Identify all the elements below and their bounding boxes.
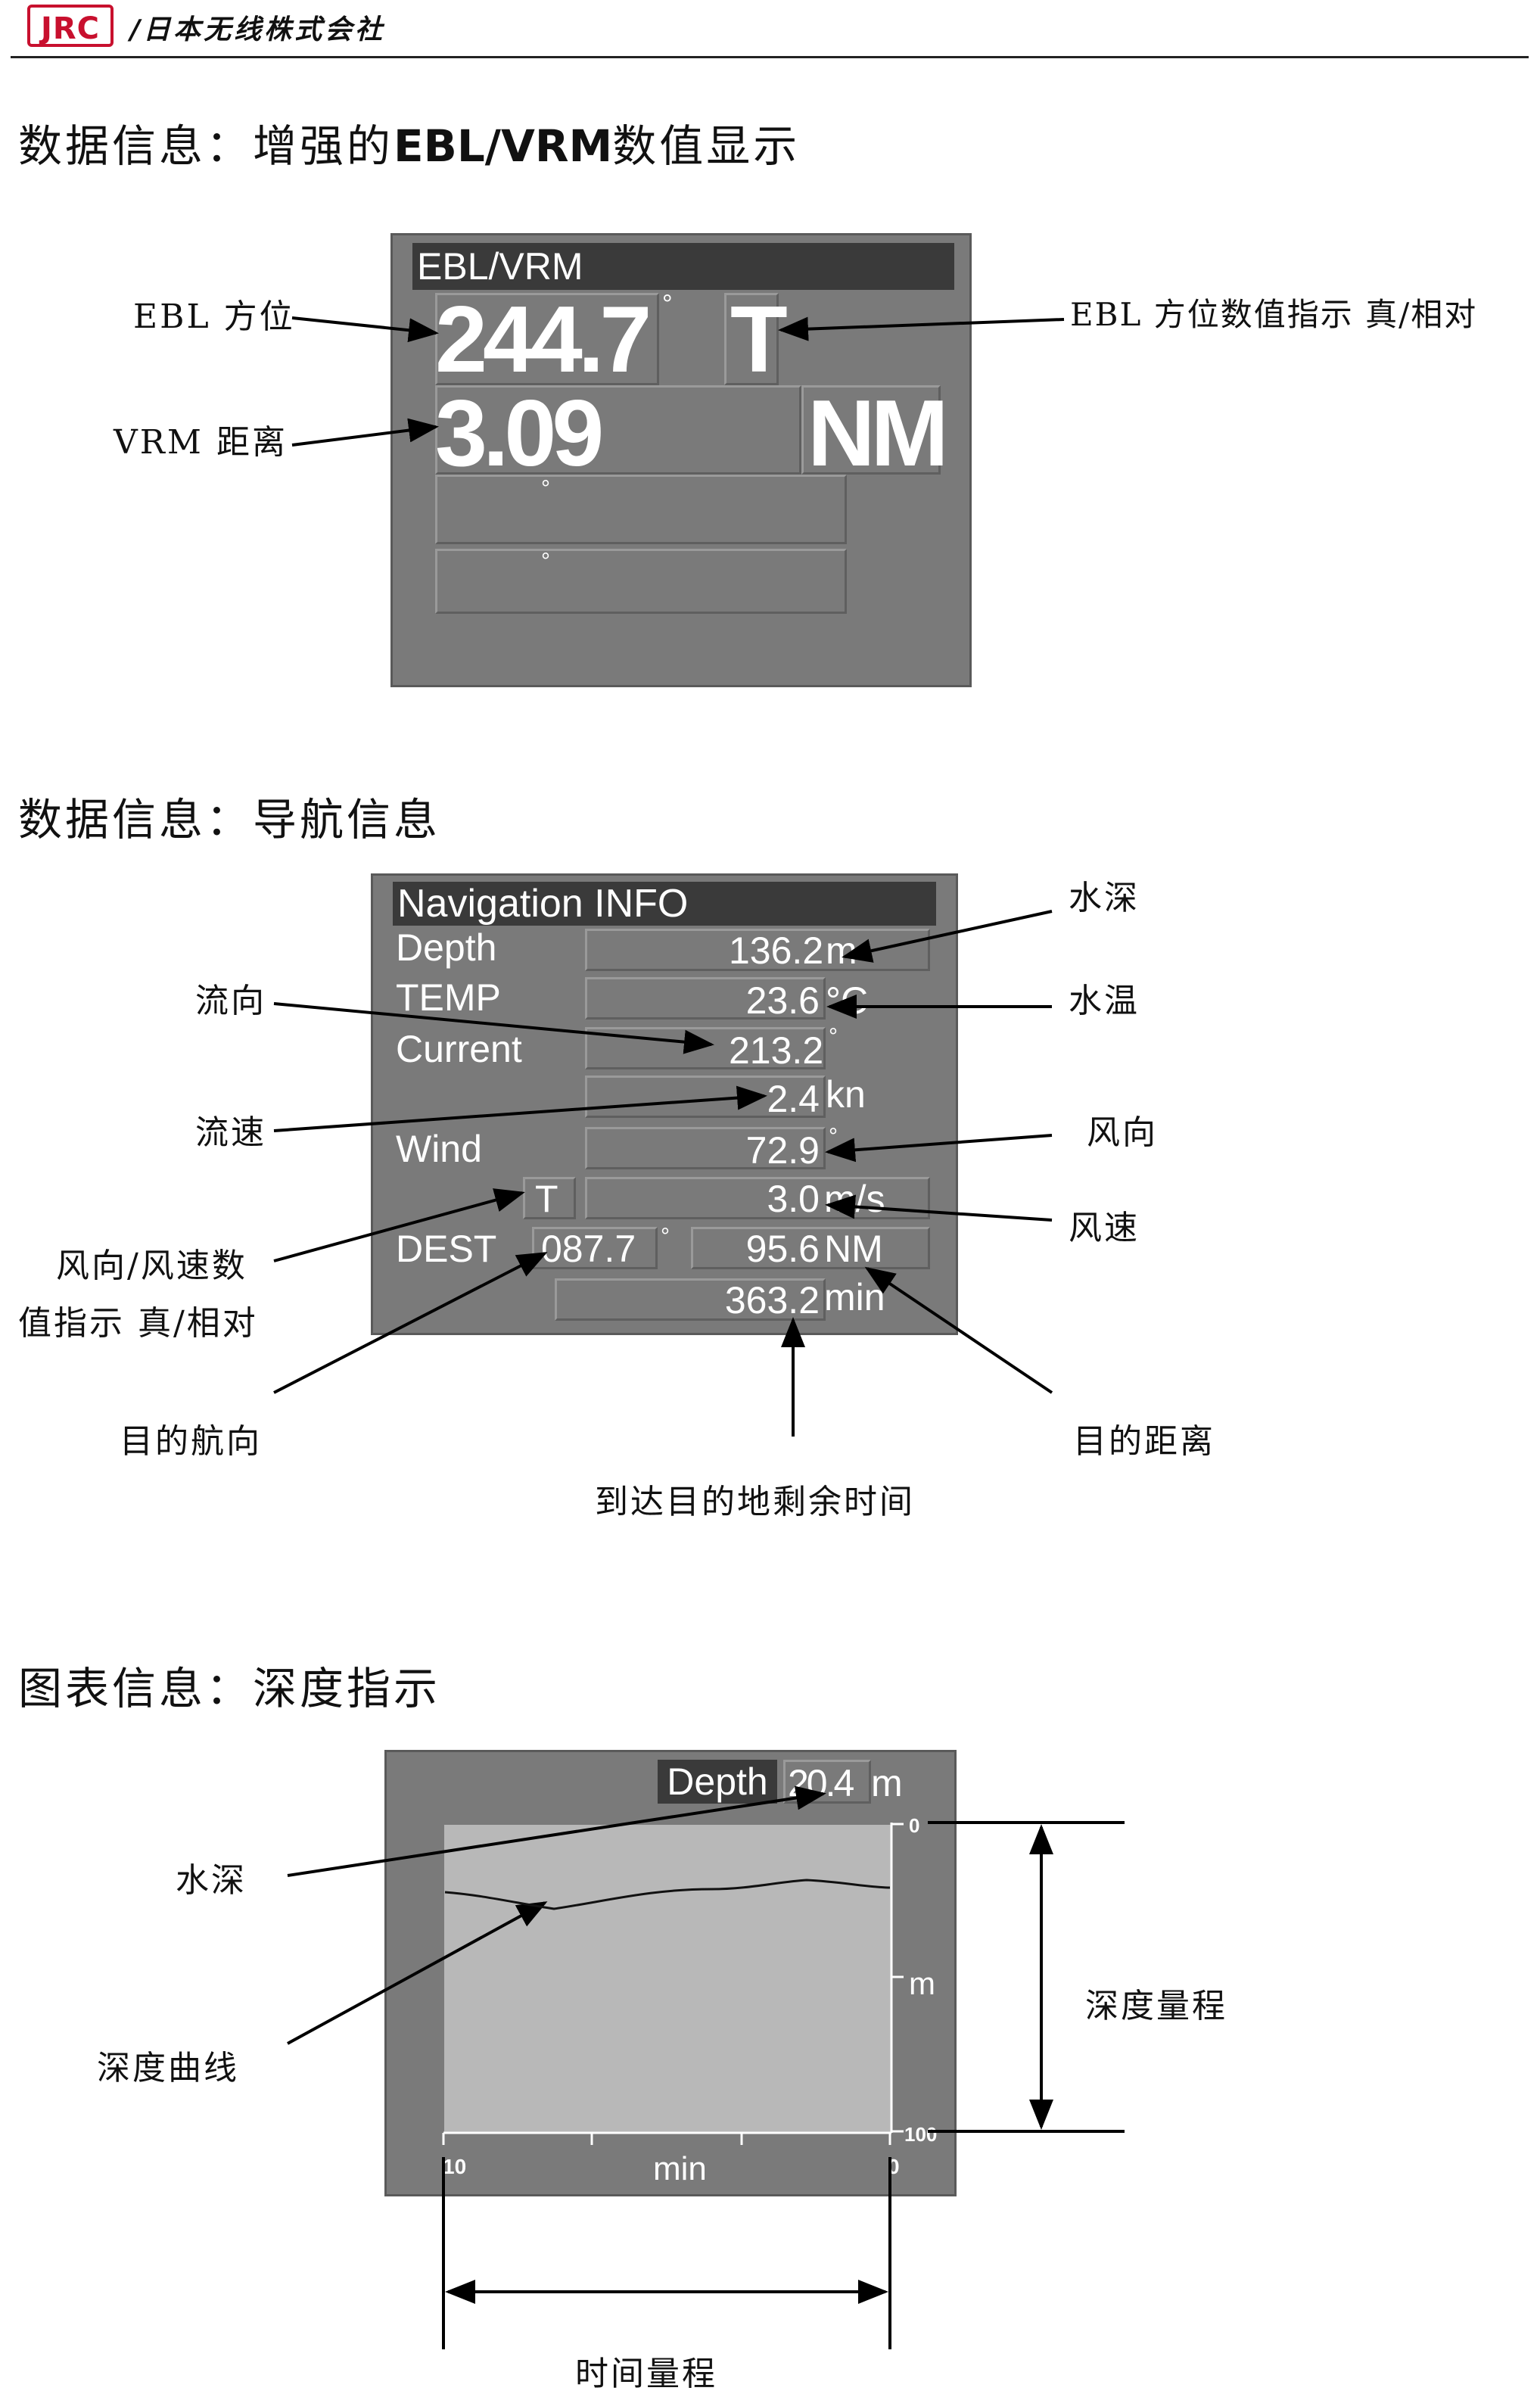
label-wind-mode-line2: 值指示 真/相对 — [18, 1304, 258, 1343]
arrow-current-direction — [273, 1002, 714, 1054]
label-wind-mode-line1: 风向/风速数 — [56, 1247, 247, 1285]
ebl3-degree: ° — [541, 549, 550, 574]
wind-dir-box — [585, 1127, 826, 1169]
ebl-degree-symbol: ° — [662, 290, 673, 319]
label-ebl-mode-indicator: EBL 方位数值指示 真/相对 — [1070, 296, 1478, 333]
arrow-wind-direction — [825, 1134, 1053, 1163]
current-direction-unit: ° — [829, 1024, 838, 1049]
current-label: Current — [396, 1028, 522, 1070]
arrow-water-depth — [842, 910, 1053, 963]
dest-course-value: 087.7 — [541, 1228, 636, 1270]
arrow-current-speed — [273, 1085, 767, 1132]
depth-curve — [444, 1879, 891, 1910]
label-depth-curve: 深度曲线 — [97, 2049, 239, 2087]
depth-graph-area — [444, 1825, 891, 2134]
label-dest-course: 目的航向 — [120, 1422, 262, 1461]
arrow-wind-speed — [825, 1194, 1053, 1222]
company-name: /日本无线株式会社 — [130, 14, 386, 45]
arrow-ebl-mode — [778, 316, 1065, 341]
label-dest-distance: 目的距离 — [1073, 1422, 1215, 1461]
wind-direction-value: 72.9 — [745, 1129, 820, 1172]
section1-title: 数据信息：增强的EBL/VRM数值显示 — [18, 111, 800, 174]
label-water-depth: 水深 — [1069, 879, 1140, 917]
arrow-depth-curve — [287, 1901, 548, 2045]
arrow-vrm-distance — [291, 418, 439, 447]
label-ebl-bearing: EBL 方位 — [133, 297, 295, 336]
current-dir-box — [585, 1027, 826, 1069]
depth-label: Depth — [396, 926, 497, 969]
depth-value: 136.2 — [729, 929, 824, 972]
dest-distance-box — [691, 1227, 930, 1269]
depth-graph-label: Depth — [658, 1760, 777, 1804]
arrow-dest-distance — [864, 1266, 1053, 1394]
ebl-mode-box — [724, 293, 779, 385]
nav-panel-title: Navigation INFO — [393, 882, 936, 926]
ebl2-degree: ° — [541, 476, 550, 501]
wind-label: Wind — [396, 1128, 482, 1170]
dest-time-box — [555, 1278, 826, 1321]
section1-title-prefix: 数据信息：增强的 — [18, 120, 394, 172]
wind-speed-box — [585, 1177, 930, 1219]
vrm2-box — [435, 549, 847, 614]
header-divider — [11, 56, 1529, 58]
label-vrm-distance: VRM 距离 — [114, 423, 288, 462]
depth-graph-panel: Depth 20.4 m 0 m 100 10 min 0 — [384, 1750, 957, 2196]
jrc-logo: JRC — [27, 5, 114, 47]
wind-mode-value[interactable]: T — [535, 1178, 558, 1220]
dest-distance-value: 95.6 — [745, 1228, 820, 1270]
ebl-vrm-panel: EBL/VRM 244.7 ° T 3.09 NM ° ° — [390, 233, 972, 687]
temp-label: TEMP — [396, 976, 501, 1019]
arrow-graph-water-depth — [287, 1785, 826, 1877]
dest-course-box — [532, 1227, 658, 1269]
depth-graph-value-box — [783, 1760, 871, 1804]
label-wind-direction: 风向 — [1087, 1113, 1158, 1152]
dest-distance-unit: NM — [824, 1228, 883, 1270]
vrm-value: 3.09 — [435, 381, 604, 486]
current-speed-unit: kn — [826, 1073, 866, 1116]
section2-title: 数据信息：导航信息 — [18, 794, 441, 845]
y-axis-top-label: 0 — [909, 1814, 920, 1837]
dest-course-unit: ° — [661, 1224, 670, 1249]
depth-box — [585, 929, 930, 971]
section3-title: 图表信息：深度指示 — [18, 1663, 441, 1714]
temp-box — [585, 977, 826, 1020]
temp-value: 23.6 — [745, 979, 820, 1022]
current-speed-box — [585, 1076, 826, 1118]
arrow-dest-course — [273, 1252, 548, 1394]
depth-graph-unit: m — [871, 1762, 903, 1804]
label-time-range: 时间量程 — [575, 2355, 717, 2393]
label-depth-range: 深度量程 — [1085, 1987, 1227, 2025]
ebl2-box — [435, 475, 847, 544]
vrm-unit-box — [801, 385, 941, 475]
wind-speed-value: 3.0 — [767, 1178, 820, 1220]
dest-label: DEST — [396, 1228, 497, 1270]
current-speed-value: 2.4 — [767, 1078, 820, 1120]
label-water-temp: 水温 — [1069, 982, 1140, 1020]
label-current-direction: 流向 — [195, 982, 266, 1020]
label-current-speed: 流速 — [195, 1113, 266, 1152]
label-graph-water-depth: 水深 — [176, 1861, 247, 1900]
arrow-wind-mode — [273, 1188, 525, 1262]
section1-title-bold: EBL/VRM — [394, 120, 613, 172]
x-axis-unit: min — [653, 2150, 707, 2187]
vrm-unit[interactable]: NM — [807, 381, 949, 486]
x-axis-left-label: 10 — [443, 2155, 467, 2178]
arrow-ebl-bearing — [291, 316, 439, 343]
current-direction-value: 213.2 — [729, 1029, 824, 1072]
dest-time-value: 363.2 — [724, 1279, 820, 1321]
y-axis-unit: m — [909, 1966, 935, 2001]
ebl-vrm-panel-title: EBL/VRM — [412, 243, 954, 290]
ebl-value: 244.7 — [435, 288, 652, 392]
y-axis-bottom-label: 100 — [904, 2123, 938, 2146]
section1-title-suffix: 数值显示 — [612, 120, 801, 172]
label-time-to-go: 到达目的地剩余时间 — [595, 1483, 915, 1521]
label-wind-speed: 风速 — [1069, 1209, 1140, 1247]
